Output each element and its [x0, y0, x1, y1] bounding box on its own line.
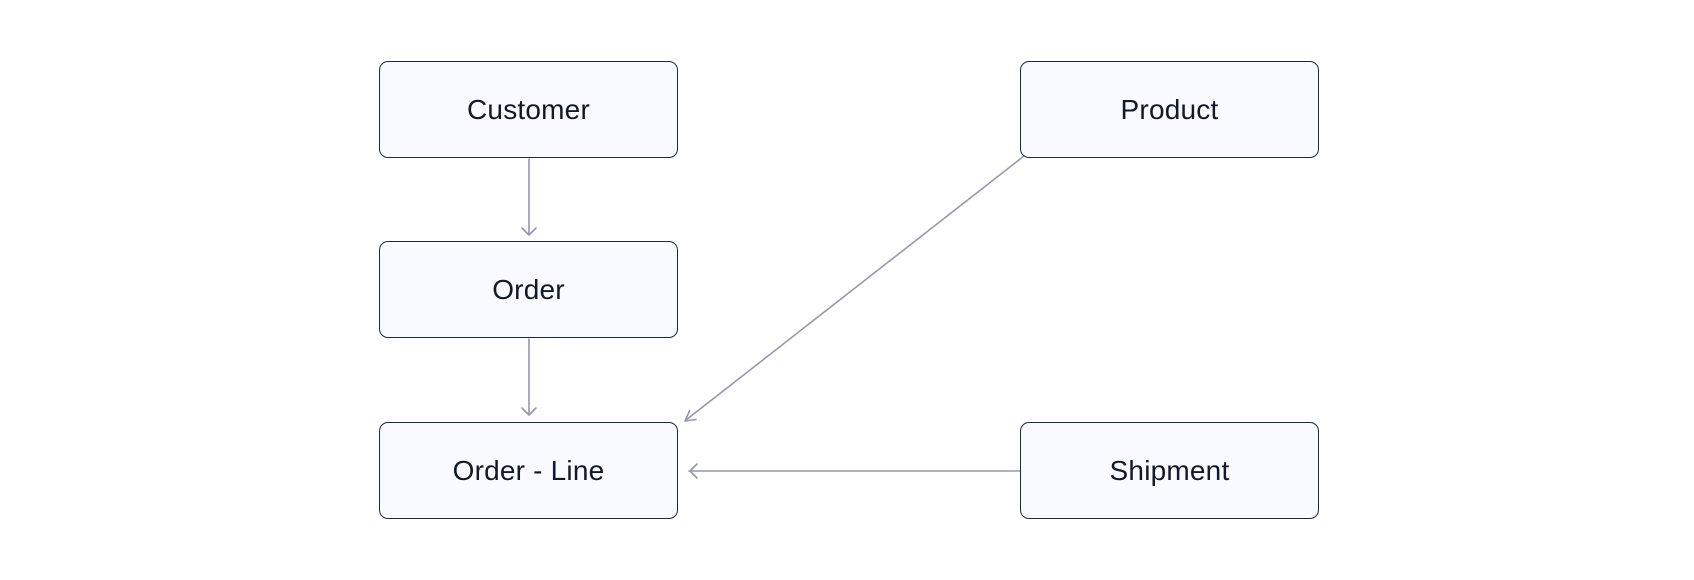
entity-order[interactable]: Order [379, 241, 678, 338]
entity-order-line[interactable]: Order - Line [379, 422, 678, 519]
arrowhead-customer-to-order [521, 227, 537, 236]
arrowhead-shipment-to-order-line [689, 463, 698, 479]
entity-order-line-label: Order - Line [452, 454, 605, 486]
entity-customer[interactable]: Customer [379, 61, 678, 158]
entity-customer-label: Customer [467, 93, 590, 125]
entity-product-label: Product [1120, 93, 1219, 125]
arrowhead-order-to-order-line [521, 407, 537, 416]
edge-product-to-order-line [685, 155, 1025, 421]
arrowhead-product-to-order-line [684, 410, 697, 422]
entity-shipment[interactable]: Shipment [1020, 422, 1319, 519]
entity-product[interactable]: Product [1020, 61, 1319, 158]
entity-shipment-label: Shipment [1109, 454, 1230, 486]
entity-order-label: Order [492, 273, 565, 305]
